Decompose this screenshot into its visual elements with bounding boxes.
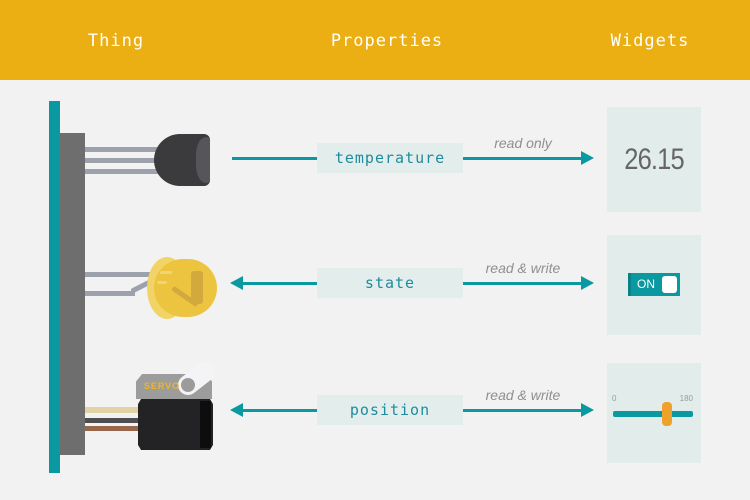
servo-horn-hub — [181, 378, 195, 392]
property-label: temperature — [334, 149, 446, 167]
servo-wire-power — [85, 426, 140, 431]
slider-max-label: 180 — [679, 394, 693, 403]
arrow-line — [242, 409, 317, 412]
arrow-line — [242, 282, 317, 285]
arrow-left-icon — [230, 403, 243, 417]
arrow-line — [463, 282, 583, 285]
toggle-on-label: ON — [637, 277, 655, 291]
board-edge-bar — [49, 101, 60, 473]
access-label: read only — [494, 135, 552, 151]
servo-body-shade — [200, 401, 211, 448]
arrow-right-icon — [581, 403, 594, 417]
temperature-sensor-highlight — [196, 137, 210, 183]
access-label: read & write — [485, 260, 561, 276]
servo-wire-ground — [85, 418, 140, 423]
state-toggle[interactable]: ON — [628, 273, 680, 296]
column-title-thing: Thing — [87, 31, 145, 51]
arrow-left-icon — [230, 276, 243, 290]
header-bar: Thing Properties Widgets — [0, 0, 750, 80]
arrow-right-icon — [581, 151, 594, 165]
arrow-line — [463, 409, 583, 412]
servo-wire-signal — [85, 407, 140, 413]
arrow-line — [232, 157, 317, 160]
column-title-widgets: Widgets — [610, 31, 690, 51]
property-box-temperature: temperature — [317, 143, 463, 173]
property-label: state — [364, 274, 416, 292]
led-icon — [154, 259, 217, 317]
position-slider-track[interactable] — [613, 411, 693, 417]
property-box-position: position — [317, 395, 463, 425]
led-reflection-glyph — [191, 271, 203, 304]
temperature-value: 26.15 — [624, 142, 684, 176]
led-wire — [85, 291, 135, 296]
microcontroller-board — [60, 133, 85, 455]
slider-min-label: 0 — [612, 394, 617, 403]
widget-temperature-value: 26.15 — [607, 107, 701, 212]
arrow-line — [463, 157, 583, 160]
led-shine — [160, 271, 172, 274]
sensor-wire — [85, 158, 160, 163]
led-shine — [157, 281, 167, 284]
property-box-state: state — [317, 268, 463, 298]
access-label: read & write — [485, 387, 561, 403]
servo-label: SERVO — [143, 381, 181, 391]
sensor-wire — [85, 147, 160, 152]
position-slider-knob[interactable] — [662, 402, 672, 426]
arrow-right-icon — [581, 276, 594, 290]
led-wire — [85, 272, 155, 277]
toggle-knob[interactable] — [662, 276, 677, 293]
property-label: position — [349, 401, 431, 419]
column-title-properties: Properties — [330, 31, 444, 51]
sensor-wire — [85, 169, 160, 174]
